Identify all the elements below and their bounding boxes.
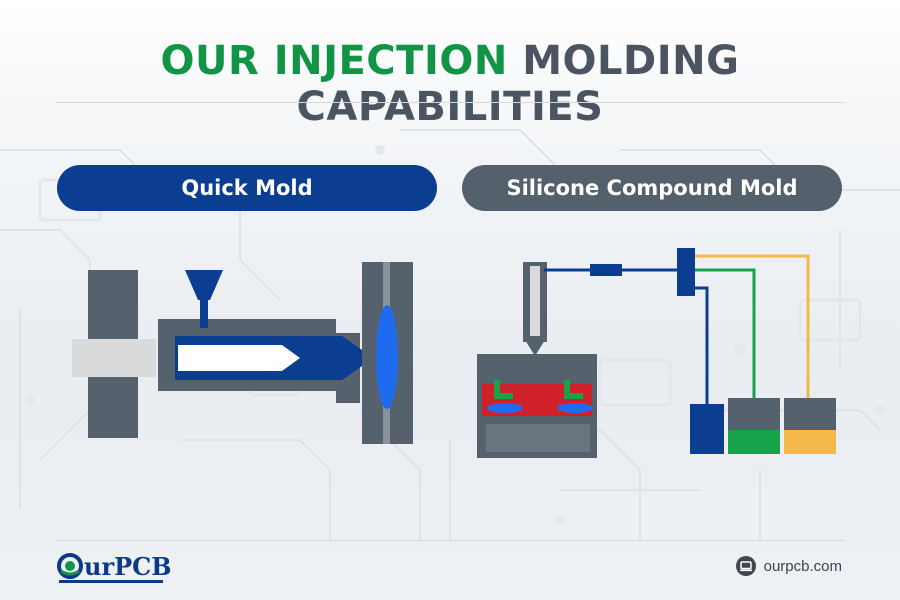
silicone-green-line (695, 268, 756, 404)
website-link[interactable]: ourpcb.com (735, 556, 842, 576)
logo-text: urPCB (84, 551, 172, 581)
silicone-mold-label: Silicone Compound Mold (462, 165, 842, 211)
silicone-cavity-right (557, 403, 593, 413)
title-rest: MOLDING CAPABILITIES (296, 38, 740, 130)
silicone-insert-left (494, 380, 513, 399)
logo-o-icon (57, 553, 83, 579)
silicone-injector-core (530, 266, 540, 336)
page-title: OUR INJECTION MOLDING CAPABILITIES (0, 38, 900, 130)
quick-mold-cavity (376, 305, 398, 409)
silicone-line-connector (590, 264, 622, 276)
silicone-mold-base-inset (486, 424, 590, 452)
computer-icon (735, 556, 756, 576)
ourpcb-logo[interactable]: urPCB (57, 550, 172, 583)
title-highlight: OUR INJECTION (160, 38, 508, 84)
footer-divider (55, 540, 845, 541)
silicone-mold-diagram (477, 248, 836, 458)
quick-mold-plunger-rod (72, 339, 156, 377)
quick-mold-die-right (390, 262, 413, 444)
silicone-injector-tip (525, 340, 545, 356)
silicone-tank-yellow-fill (784, 430, 836, 454)
logo-underline (59, 580, 163, 583)
silicone-mold-top (477, 354, 597, 384)
quick-mold-hopper (185, 270, 223, 300)
silicone-yellow-line (695, 254, 810, 404)
silicone-mixer-block (677, 248, 695, 296)
silicone-tank-green-fill (728, 430, 780, 454)
website-text: ourpcb.com (763, 557, 842, 575)
quick-mold-screw (178, 345, 300, 371)
silicone-tank-blue (690, 404, 724, 454)
quick-mold-die-left (362, 262, 383, 444)
silicone-mold-left-wall (477, 384, 482, 416)
quick-mold-hopper-neck (200, 298, 208, 328)
quick-mold-label: Quick Mold (57, 165, 437, 211)
silicone-cavity-left (487, 403, 523, 413)
silicone-mold-right-wall (592, 384, 597, 416)
silicone-insert-right (564, 380, 583, 399)
quick-mold-diagram (72, 262, 413, 444)
pcb-background (0, 129, 900, 540)
title-divider (55, 102, 845, 103)
